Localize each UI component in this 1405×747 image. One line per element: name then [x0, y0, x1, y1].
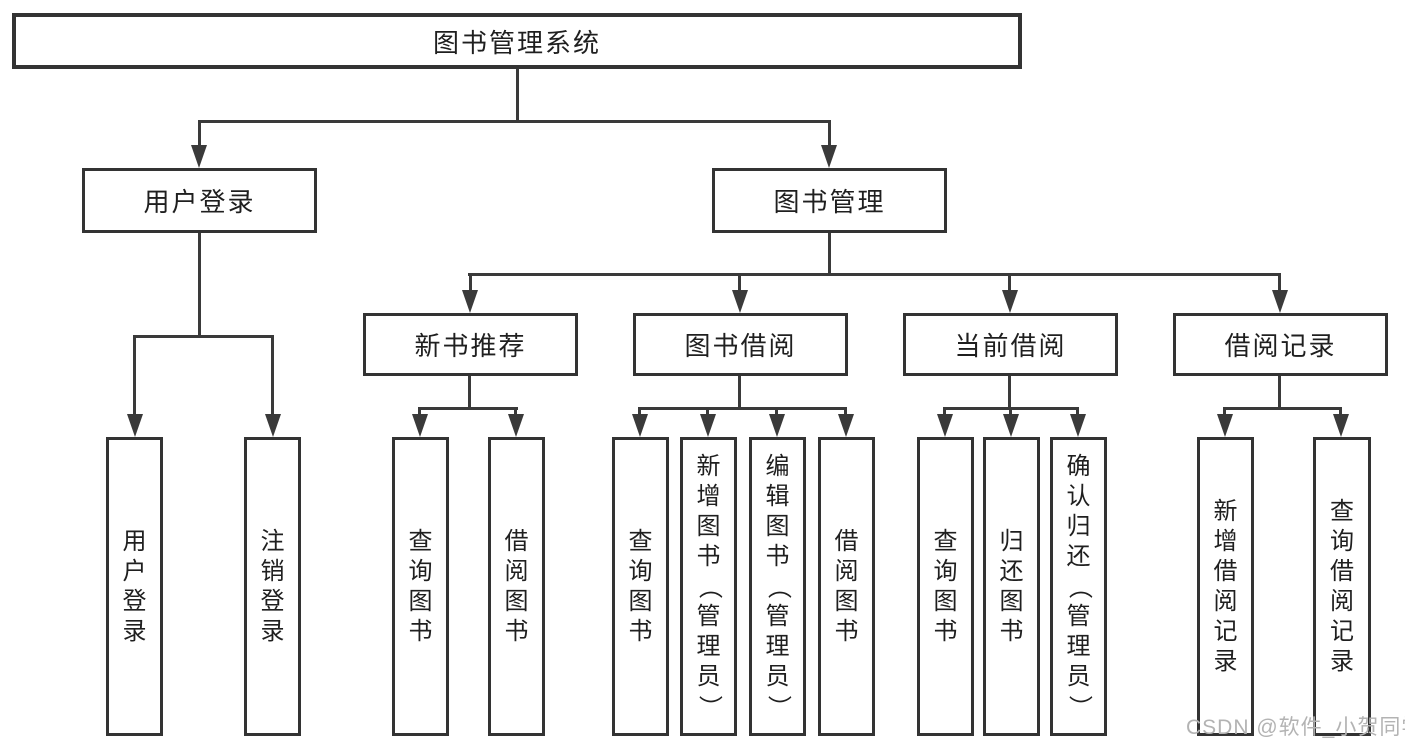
connector-line [1008, 374, 1011, 408]
leaf-return-books: 归还图书 [983, 437, 1040, 736]
connector-line [1278, 273, 1281, 292]
arrow-down-icon [412, 414, 428, 437]
leaf-return-books-label: 归还图书 [999, 527, 1024, 645]
connector-line [418, 407, 518, 410]
connector-line [738, 374, 741, 408]
connector-line [468, 374, 471, 408]
node-library-system: 图书管理系统 [12, 13, 1022, 69]
leaf-add-book-admin-label: 新增图书（管理员） [695, 452, 723, 719]
leaf-add-book-admin: 新增图书（管理员） [680, 437, 737, 736]
node-book-management: 图书管理 [712, 168, 947, 233]
arrow-down-icon [1070, 414, 1086, 437]
connector-line [828, 231, 831, 274]
connector-line [271, 335, 274, 417]
leaf-query-books-a: 查询图书 [392, 437, 449, 736]
leaf-query-books-a-label: 查询图书 [408, 527, 433, 645]
leaf-query-books-b: 查询图书 [612, 437, 669, 736]
node-user-login: 用户登录 [82, 168, 317, 233]
connector-line [1008, 273, 1011, 292]
connector-line [468, 273, 1281, 276]
leaf-borrow-books-b: 借阅图书 [818, 437, 875, 736]
leaf-add-borrow-record: 新增借阅记录 [1197, 437, 1254, 736]
node-new-book-recommendation: 新书推荐 [363, 313, 578, 376]
connector-line [1223, 407, 1342, 410]
leaf-query-borrow-record: 查询借阅记录 [1313, 437, 1371, 736]
leaf-query-books-c-label: 查询图书 [933, 527, 958, 645]
leaf-user-login-label: 用户登录 [122, 527, 147, 645]
connector-line [844, 407, 847, 417]
leaf-user-login: 用户登录 [106, 437, 163, 736]
leaf-add-borrow-record-label: 新增借阅记录 [1213, 497, 1238, 675]
connector-line [706, 407, 709, 417]
connector-line [198, 120, 201, 148]
arrow-down-icon [769, 414, 785, 437]
connector-line [198, 120, 831, 123]
connector-line [943, 407, 946, 417]
arrow-down-icon [191, 145, 207, 168]
connector-line [198, 231, 201, 336]
leaf-query-borrow-record-label: 查询借阅记录 [1330, 497, 1354, 675]
arrow-down-icon [732, 290, 748, 313]
connector-line [828, 120, 831, 148]
arrow-down-icon [1272, 290, 1288, 313]
arrow-down-icon [1003, 414, 1019, 437]
node-book-borrowing-label: 图书借阅 [684, 331, 797, 361]
connector-line [133, 335, 274, 338]
arrow-down-icon [1333, 414, 1349, 437]
leaf-borrow-books-b-label: 借阅图书 [834, 527, 859, 645]
arrow-down-icon [838, 414, 854, 437]
arrow-down-icon [632, 414, 648, 437]
arrow-down-icon [937, 414, 953, 437]
arrow-down-icon [508, 414, 524, 437]
arrow-down-icon [1217, 414, 1233, 437]
connector-line [1076, 407, 1079, 417]
connector-line [1278, 374, 1281, 408]
node-current-borrowing-label: 当前借阅 [954, 331, 1067, 361]
leaf-borrow-books-a: 借阅图书 [488, 437, 545, 736]
leaf-confirm-return-admin: 确认归还（管理员） [1050, 437, 1107, 736]
node-library-system-label: 图书管理系统 [432, 27, 601, 58]
node-book-management-label: 图书管理 [773, 187, 886, 217]
connector-line [514, 407, 517, 417]
node-new-book-recommendation-label: 新书推荐 [414, 331, 527, 361]
leaf-query-books-c: 查询图书 [917, 437, 974, 736]
arrow-down-icon [821, 145, 837, 168]
leaf-edit-book-admin: 编辑图书（管理员） [749, 437, 806, 736]
connector-line [1339, 407, 1342, 417]
leaf-confirm-return-admin-label: 确认归还（管理员） [1065, 452, 1093, 719]
connector-line [133, 335, 136, 417]
node-borrowing-records-label: 借阅记录 [1224, 331, 1337, 361]
csdn-watermark: CSDN @软件_小贺同学 [1186, 716, 1405, 739]
node-user-login-label: 用户登录 [143, 187, 256, 217]
connector-line [418, 407, 421, 417]
arrow-down-icon [1002, 290, 1018, 313]
arrow-down-icon [265, 414, 281, 437]
leaf-logout-label: 注销登录 [260, 527, 285, 645]
leaf-logout: 注销登录 [244, 437, 301, 736]
connector-line [638, 407, 641, 417]
node-current-borrowing: 当前借阅 [903, 313, 1118, 376]
arrow-down-icon [700, 414, 716, 437]
connector-line [738, 273, 741, 292]
arrow-down-icon [462, 290, 478, 313]
arrow-down-icon [127, 414, 143, 437]
connector-line [1223, 407, 1226, 417]
leaf-query-books-b-label: 查询图书 [628, 527, 653, 645]
connector-line [516, 67, 519, 122]
leaf-edit-book-admin-label: 编辑图书（管理员） [764, 452, 792, 719]
leaf-borrow-books-a-label: 借阅图书 [504, 527, 529, 645]
connector-line [469, 273, 472, 292]
connector-line [775, 407, 778, 417]
node-book-borrowing: 图书借阅 [633, 313, 848, 376]
node-borrowing-records: 借阅记录 [1173, 313, 1388, 376]
connector-line [1009, 407, 1012, 417]
connector-line [638, 407, 847, 410]
